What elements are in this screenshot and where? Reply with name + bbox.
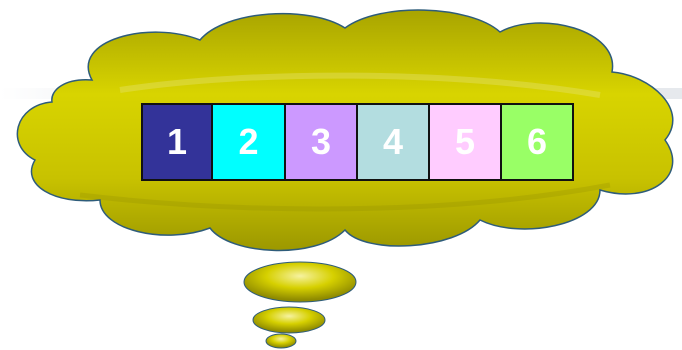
- thought-puff-large: [244, 262, 356, 302]
- thought-puff-small: [266, 334, 296, 348]
- thought-puff-medium: [253, 307, 325, 333]
- number-cell-3: 3: [284, 103, 358, 181]
- number-cell-4: 4: [356, 103, 430, 181]
- number-cell-2: 2: [211, 103, 286, 181]
- number-cell-6: 6: [500, 103, 574, 181]
- number-cell-5: 5: [428, 103, 502, 181]
- number-cell-1: 1: [141, 103, 213, 181]
